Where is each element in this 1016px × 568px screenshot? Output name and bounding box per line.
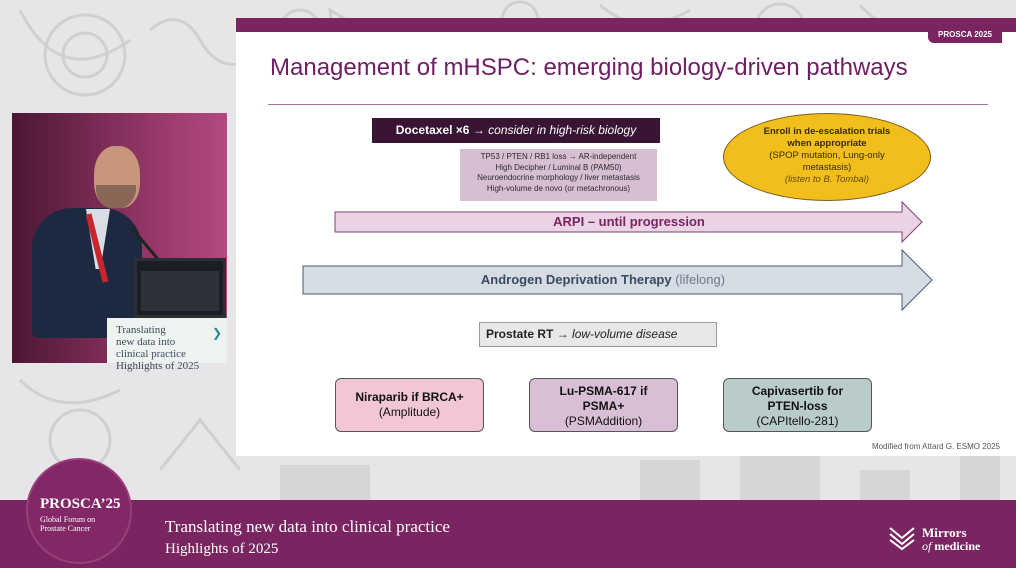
drug-trial: (Amplitude) [378,405,441,419]
trials-criteria: (SPOP mutation, Lung-only metastasis) [769,150,885,173]
prostate-rt-box: Prostate RT → low-volume disease [479,322,717,347]
speaker-suit [32,208,142,338]
risk-factor-item: High Decipher / Luminal B (PAM50) [495,162,622,172]
brand-of: of [922,539,932,553]
adt-label-duration: (lifelong) [671,272,726,287]
drug-box-niraparib: Niraparib if BRCA+ (Amplitude) [335,378,484,432]
mirrors-logo-icon [889,527,915,551]
de-escalation-trials-oval: Enroll in de-escalation trials when appr… [723,113,931,201]
brand-medicine: medicine [931,539,981,553]
brand-name-line1: Mirrors [922,525,967,540]
podium-monitor [134,258,226,318]
title-divider [268,104,988,105]
prosca-badge: PROSCA’25 Global Forum on Prostate Cance… [26,458,132,564]
podium [107,318,227,363]
drug-trial: (PSMAddition) [564,414,643,428]
badge-title: PROSCA’25 [40,496,121,512]
drug-trial: (CAPItello-281) [756,414,839,428]
footer-title: Translating new data into clinical pract… [165,517,450,536]
footer-subtitle: Highlights of 2025 [165,541,279,557]
speaker-video[interactable]: Translating new data into clinical pract… [12,113,227,372]
risk-factor-item: TP53 / PTEN / RB1 loss → AR-independent [480,152,637,161]
footer-bar [0,500,1016,568]
drug-box-capivasertib: Capivasertib for PTEN-loss (CAPItello-28… [723,378,872,432]
podium-logo-icon: ❯ [212,326,223,340]
docetaxel-arrow: → [469,123,489,137]
arpi-label: ARPI – until progression [553,214,705,229]
docetaxel-label: Docetaxel ×6 [395,123,470,137]
adt-label: Androgen Deprivation Therapy (lifelong) [302,272,934,287]
rt-note: low-volume disease [572,327,678,341]
risk-factor-item: High-volume de novo (or metachronous) [486,183,631,193]
slide-title: Management of mHSPC: emerging biology-dr… [270,54,908,81]
adt-label-bold: Androgen Deprivation Therapy [480,272,672,287]
drug-name: Niraparib if BRCA+ [355,390,464,404]
presentation-slide: PROSCA 2025 Management of mHSPC: emergin… [236,18,1016,456]
arpi-arrow: ARPI – until progression [334,200,924,244]
rt-arrow: → [553,327,573,341]
drug-box-lu-psma: Lu-PSMA-617 if PSMA+ (PSMAddition) [529,378,678,432]
docetaxel-note: consider in high-risk biology [488,123,637,137]
risk-factors-box: TP53 / PTEN / RB1 loss → AR-independent … [460,149,657,201]
rt-label: Prostate RT [486,327,554,341]
risk-factor-item: Neuroendocrine morphology / liver metast… [477,173,640,182]
trials-heading: Enroll in de-escalation trials when appr… [763,126,891,149]
trials-note: (listen to B. Tombal) [784,174,870,185]
slide-credit: Modified from Attard G. ESMO 2025 [871,442,1000,451]
docetaxel-box: Docetaxel ×6 → consider in high-risk bio… [372,118,660,143]
badge-subtitle: Global Forum on Prostate Cancer [40,515,96,533]
podium-sign-text: Translating new data into clinical pract… [116,324,200,372]
adt-arrow: Androgen Deprivation Therapy (lifelong) [302,248,934,312]
drug-name: Capivasertib for PTEN-loss [751,384,844,413]
drug-name: Lu-PSMA-617 if PSMA+ [559,384,648,413]
slide-conference-tag: PROSCA 2025 [928,27,1002,43]
brand-name-line2: of medicine [922,539,980,554]
slide-top-bar [236,18,1016,32]
